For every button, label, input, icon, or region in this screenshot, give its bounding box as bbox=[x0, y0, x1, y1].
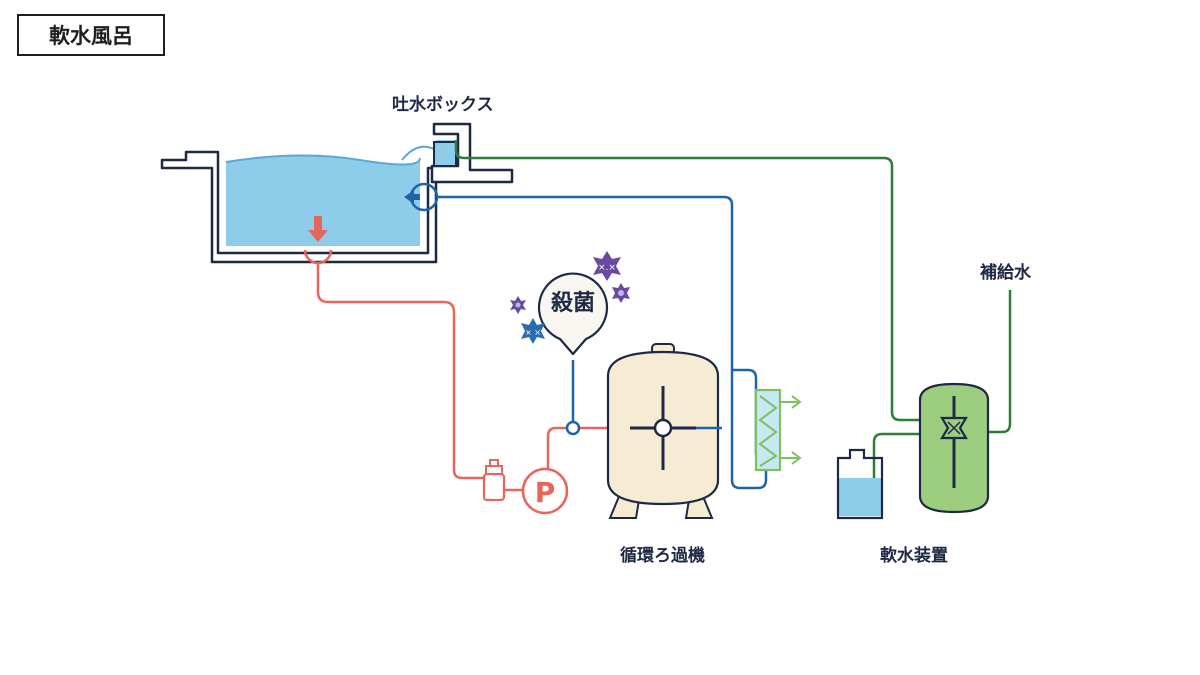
page-title: 軟水風呂 bbox=[17, 14, 165, 56]
makeup-water-label: 補給水 bbox=[979, 262, 1032, 283]
water-softener bbox=[918, 382, 990, 514]
sterilization-bubble: 殺菌 bbox=[537, 272, 609, 356]
svg-text:×.×: ×.× bbox=[598, 263, 616, 273]
bathtub-outline bbox=[160, 150, 438, 264]
strainer-icon bbox=[482, 459, 506, 502]
supply-pipe bbox=[436, 195, 768, 490]
softener-label: 軟水装置 bbox=[880, 545, 948, 566]
pump-label: P bbox=[535, 476, 556, 509]
heater-coil-icon bbox=[758, 395, 778, 467]
heat-exchanger bbox=[754, 388, 802, 472]
circulation-filter-label: 循環ろ過機 bbox=[620, 545, 705, 566]
soft-water-pipe bbox=[454, 140, 920, 422]
drain-fitting bbox=[303, 249, 333, 265]
bacteria-icon: × × bbox=[521, 318, 545, 344]
circulation-filter bbox=[606, 343, 720, 519]
return-pipe bbox=[316, 264, 488, 480]
sterilizer-injection-point bbox=[565, 420, 581, 436]
outlet-box bbox=[401, 122, 514, 184]
pump-icon: P bbox=[521, 467, 569, 515]
makeup-water-pipe bbox=[972, 290, 1012, 434]
bathtub-water bbox=[226, 155, 420, 246]
drain-arrow-icon bbox=[308, 216, 328, 242]
sterilization-label: 殺菌 bbox=[551, 290, 595, 316]
bacteria-icon bbox=[612, 283, 630, 303]
svg-text:× ×: × × bbox=[525, 328, 541, 337]
brine-pipe bbox=[872, 432, 920, 500]
brine-tank bbox=[836, 448, 884, 520]
outlet-box-label: 吐水ボックス bbox=[392, 94, 494, 115]
bathtub bbox=[160, 150, 438, 264]
bacteria-icon: ×.× bbox=[593, 251, 621, 281]
bacteria-icon bbox=[510, 296, 526, 314]
